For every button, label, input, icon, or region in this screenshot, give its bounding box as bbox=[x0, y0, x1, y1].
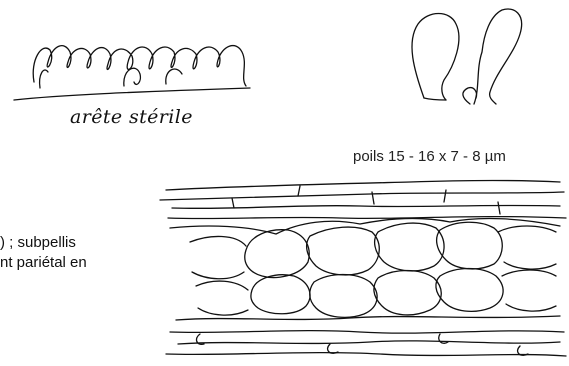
cell-8 bbox=[310, 275, 377, 318]
hypha-line-2 bbox=[160, 192, 564, 200]
hypha-line-1 bbox=[166, 181, 560, 191]
hair-2 bbox=[474, 9, 522, 104]
sterile-edge-caption: arête stérile bbox=[70, 106, 193, 128]
hairs-size-caption: poils 15 - 16 x 7 - 8 µm bbox=[353, 148, 506, 165]
cell-11 bbox=[502, 270, 556, 311]
cell-5 bbox=[498, 226, 556, 269]
cell-4 bbox=[437, 222, 503, 269]
edge-cell-inner-3 bbox=[166, 69, 182, 84]
lower-line-4 bbox=[166, 353, 566, 356]
hairs-drawing bbox=[412, 9, 522, 104]
lower-line-2 bbox=[170, 331, 564, 334]
hypha-line-3 bbox=[172, 205, 560, 208]
cell-10 bbox=[436, 269, 503, 312]
hair-1 bbox=[412, 14, 459, 101]
description-line-2: nt pariétal en bbox=[0, 254, 87, 271]
cell-6 bbox=[190, 236, 246, 278]
cell-row-1 bbox=[170, 218, 560, 234]
cell-1 bbox=[245, 230, 309, 278]
edge-cell-inner-2 bbox=[124, 68, 141, 86]
hair-1-base bbox=[424, 98, 446, 100]
edge-cell-inner-1 bbox=[40, 70, 48, 88]
pileipellis-section-drawing bbox=[160, 181, 566, 357]
cell-7 bbox=[251, 275, 310, 314]
cell-9 bbox=[374, 271, 441, 315]
lower-curls bbox=[197, 334, 528, 355]
lower-line-3 bbox=[178, 341, 560, 344]
edge-baseline bbox=[14, 88, 250, 100]
cell-2 bbox=[307, 227, 380, 275]
sterile-edge-drawing bbox=[14, 46, 250, 100]
lower-line-1 bbox=[176, 316, 560, 320]
hypha-septa bbox=[232, 186, 500, 214]
description-line-1: ) ; subpellis bbox=[0, 234, 76, 251]
cell-3 bbox=[375, 223, 444, 271]
cell-12 bbox=[196, 281, 248, 315]
